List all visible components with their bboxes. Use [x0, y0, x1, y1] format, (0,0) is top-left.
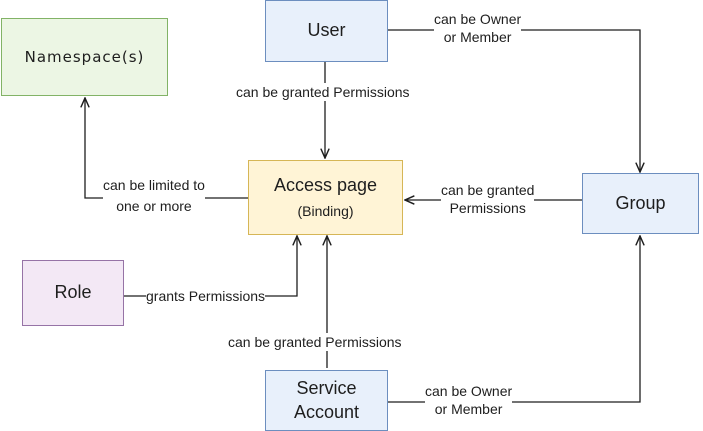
edge-sa-group — [388, 236, 640, 403]
group-label: Group — [615, 192, 666, 213]
edge-label-user-access: can be granted Permissions — [236, 83, 410, 101]
edge-label-user-group: can be Owner or Member — [434, 10, 522, 46]
role-label: Role — [54, 282, 92, 303]
edge-label-role-access-text: grants Permissions — [146, 288, 266, 304]
edge-user-group — [388, 29, 640, 172]
namespace-node: Namespace(s) — [1, 18, 168, 96]
service-account-node: Service Account — [265, 370, 388, 431]
role-node: Role — [22, 260, 124, 326]
access-page-label: Access page — [273, 175, 378, 196]
access-page-sub-label: (Binding) — [297, 202, 354, 219]
edge-label-sa-group-line1: can be Owner — [425, 383, 513, 399]
edge-label-access-namespace-line1: can be limited to — [103, 177, 205, 193]
group-node: Group — [582, 173, 699, 234]
edge-label-role-access: grants Permissions — [146, 287, 266, 305]
edge-label-sa-access: can be granted Permissions — [228, 333, 402, 351]
namespace-label: Namespace(s) — [24, 48, 145, 66]
edge-label-user-group-line1: can be Owner — [434, 11, 522, 27]
edge-label-sa-access-text: can be granted Permissions — [228, 334, 402, 350]
edge-label-user-group-line2: or Member — [443, 29, 512, 45]
edge-label-group-access-line1: can be granted — [441, 182, 535, 198]
edge-label-group-access-line2: Permissions — [449, 200, 526, 216]
edge-label-sa-group: can be Owner or Member — [425, 382, 513, 418]
edge-label-access-namespace-line2: one or more — [116, 198, 192, 214]
service-account-label-line2: Account — [293, 401, 360, 422]
service-account-label-line1: Service — [296, 377, 357, 398]
edge-label-user-access-text: can be granted Permissions — [236, 84, 410, 100]
edge-label-access-namespace: can be limited to one or more — [103, 176, 205, 215]
edge-label-group-access: can be granted Permissions — [441, 181, 535, 217]
edge-label-sa-group-line2: or Member — [434, 401, 503, 417]
access-page-node: Access page (Binding) — [248, 160, 403, 235]
user-node: User — [265, 0, 388, 62]
user-label: User — [307, 20, 346, 41]
